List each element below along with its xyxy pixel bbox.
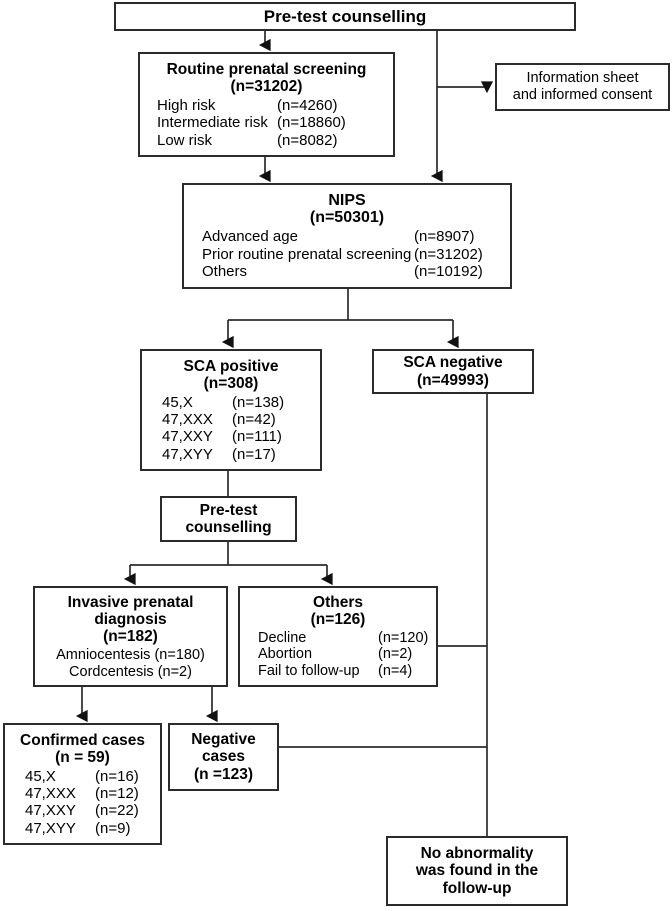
row-value: (n=4260): [277, 96, 338, 114]
row-value: (n=9): [95, 819, 131, 837]
row-value: (n=138): [232, 393, 285, 411]
node-count: (n=182): [103, 628, 158, 646]
row-label: 47,XXY: [25, 802, 76, 820]
row-label: Fail to follow-up: [258, 663, 360, 680]
row-value: (n=16): [95, 767, 139, 785]
node-rows: 45,X (n=16) 47,XXX (n=12) 47,XXY (n=22) …: [9, 768, 156, 838]
node-title: Negative cases: [191, 730, 256, 766]
row-value: (n=4): [378, 663, 413, 680]
node-row: 47,XYY (n=17): [148, 446, 314, 463]
node-title: NIPS: [328, 191, 366, 209]
node-row: 47,XXX (n=12): [9, 785, 156, 802]
row-label: Low risk: [157, 131, 213, 149]
node-no-abnormality: No abnormality was found in the follow-u…: [386, 836, 568, 906]
node-title: Confirmed cases: [20, 731, 145, 749]
node-negative-cases: Negative cases (n =123): [168, 723, 279, 791]
row-value: (n=111): [232, 428, 282, 446]
row-label: 47,XXX: [25, 784, 76, 802]
row-label: Advanced age: [202, 228, 298, 246]
node-title: Pre-test counselling: [185, 501, 272, 536]
node-row: Intermediate risk (n=18860): [149, 114, 384, 131]
node-count: (n=50301): [309, 209, 385, 227]
row-label: 47,XXX: [162, 410, 213, 428]
node-title: SCA positive: [183, 357, 279, 375]
node-rows: Decline (n=120) Abortion (n=2) Fail to f…: [246, 630, 430, 680]
node-count: (n = 59): [55, 749, 110, 767]
row-value: (n=2): [378, 646, 413, 663]
node-row: High risk (n=4260): [149, 97, 384, 114]
node-row: Prior routine prenatal screening (n=3120…: [192, 246, 502, 263]
row-label: 47,XYY: [25, 819, 76, 837]
node-title: SCA negative: [403, 354, 503, 372]
node-rows: 45,X (n=138) 47,XXX (n=42) 47,XXY (n=111…: [148, 394, 314, 464]
node-row: 47,XXY (n=111): [148, 428, 314, 445]
row-value: (n=31202): [414, 245, 483, 263]
node-sca-negative: SCA negative (n=49993): [372, 349, 534, 394]
node-row: 45,X (n=16): [9, 768, 156, 785]
node-title: No abnormality was found in the follow-u…: [415, 844, 539, 897]
node-title: Invasive prenatal diagnosis: [67, 593, 194, 628]
node-row: Advanced age (n=8907): [192, 228, 502, 245]
node-title: Pre-test counselling: [263, 6, 427, 26]
node-rows: Advanced age (n=8907) Prior routine pren…: [192, 228, 502, 280]
node-row: 45,X (n=138): [148, 394, 314, 411]
node-others: Others (n=126) Decline (n=120) Abortion …: [238, 586, 438, 687]
node-confirmed-cases: Confirmed cases (n = 59) 45,X (n=16) 47,…: [3, 723, 162, 845]
node-nips: NIPS (n=50301) Advanced age (n=8907) Pri…: [182, 183, 512, 289]
node-row: 47,XXX (n=42): [148, 411, 314, 428]
row-value: (n=120): [378, 629, 429, 646]
row-label: Others: [202, 263, 248, 281]
row-value: (n=8082): [277, 131, 338, 149]
row-value: (n=17): [232, 445, 276, 463]
node-count: (n=308): [203, 375, 259, 393]
row-label: Decline: [258, 629, 307, 646]
node-row: Low risk (n=8082): [149, 132, 384, 149]
row-label: Intermediate risk: [157, 114, 268, 132]
node-text: Information sheet and informed consent: [512, 69, 653, 103]
node-row: Amniocentesis (n=180): [56, 646, 205, 663]
node-count: (n =123): [193, 765, 253, 783]
row-value: (n=12): [95, 784, 139, 802]
node-row: 47,XYY (n=9): [9, 820, 156, 837]
node-count: (n=31202): [230, 78, 303, 96]
node-count: (n=49993): [417, 371, 489, 389]
node-title: Others: [313, 593, 363, 611]
row-value: (n=42): [232, 410, 276, 428]
row-value: (n=10192): [414, 263, 483, 281]
node-row: Abortion (n=2): [246, 646, 430, 663]
node-pre-test-counselling-top: Pre-test counselling: [114, 2, 576, 31]
node-row: 47,XXY (n=22): [9, 802, 156, 819]
node-row: Others (n=10192): [192, 263, 502, 280]
row-label: 47,XXY: [162, 428, 213, 446]
row-label: Prior routine prenatal screening: [202, 245, 412, 263]
node-pre-test-counselling-second: Pre-test counselling: [160, 496, 297, 542]
node-row: Decline (n=120): [246, 630, 430, 647]
row-label: Abortion: [258, 646, 313, 663]
node-invasive-prenatal-diagnosis: Invasive prenatal diagnosis (n=182) Amni…: [33, 586, 228, 687]
row-label: 45,X: [25, 767, 56, 785]
node-information-sheet: Information sheet and informed consent: [495, 63, 670, 111]
node-rows: Amniocentesis (n=180) Cordcentesis (n=2): [41, 647, 220, 681]
node-row: Fail to follow-up (n=4): [246, 663, 430, 680]
row-value: (n=18860): [277, 114, 346, 132]
row-label: 45,X: [162, 393, 193, 411]
row-label: 47,XYY: [162, 445, 213, 463]
row-label: High risk: [157, 96, 216, 114]
node-rows: High risk (n=4260) Intermediate risk (n=…: [149, 97, 384, 149]
row-value: (n=22): [95, 802, 139, 820]
node-title: Routine prenatal screening: [166, 61, 367, 79]
node-routine-prenatal-screening: Routine prenatal screening (n=31202) Hig…: [138, 52, 395, 157]
node-row: Cordcentesis (n=2): [69, 663, 192, 680]
node-sca-positive: SCA positive (n=308) 45,X (n=138) 47,XXX…: [140, 349, 322, 471]
node-count: (n=126): [310, 611, 366, 629]
row-value: (n=8907): [414, 228, 475, 246]
